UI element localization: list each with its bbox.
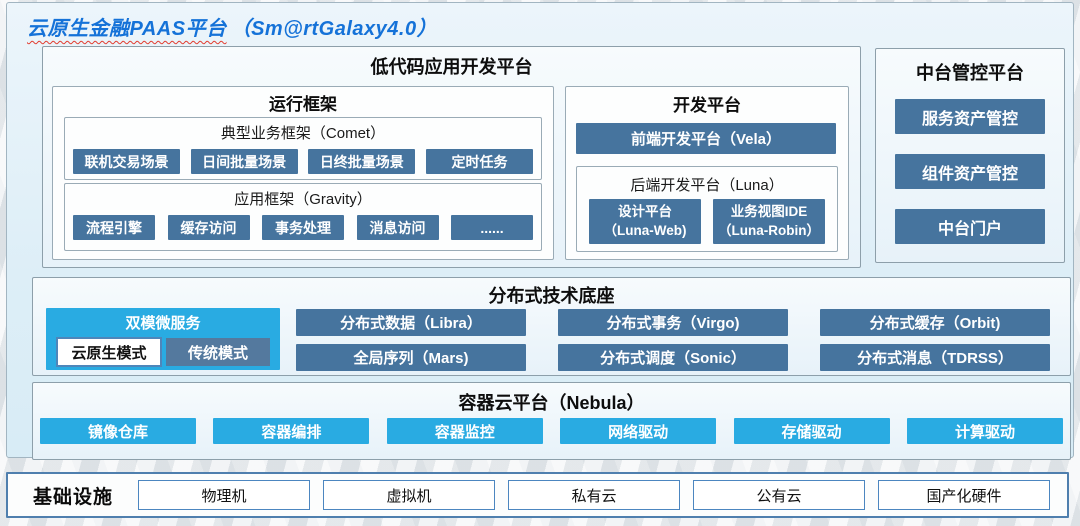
block-distributed-cache-orbit: 分布式缓存（Orbit) xyxy=(820,309,1050,336)
dev-platform-title: 开发平台 xyxy=(673,96,741,115)
main-panel: 云原生金融PAAS平台（Sm@rtGalaxy4.0） 低代码应用开发平台 运行… xyxy=(6,2,1074,460)
block-message-access: 消息访问 xyxy=(356,215,439,240)
page-title-main: 云原生金融PAAS平台 xyxy=(27,18,227,40)
mid-platform-box: 中台管控平台 服务资产管控 组件资产管控 中台门户 xyxy=(875,48,1065,263)
block-private-cloud: 私有云 xyxy=(508,480,681,510)
block-vela-frontend: 前端开发平台（Vela） xyxy=(576,123,836,154)
block-storage-driver: 存储驱动 xyxy=(733,418,890,444)
block-luna-web: 设计平台 （Luna-Web) xyxy=(589,199,701,244)
block-domestic-hardware: 国产化硬件 xyxy=(878,480,1051,510)
infrastructure-title: 基础设施 xyxy=(33,486,114,508)
mid-platform-button-col: 服务资产管控 组件资产管控 中台门户 xyxy=(876,99,1064,244)
block-container-orchestration: 容器编排 xyxy=(213,418,370,444)
luna-backend-title: 后端开发平台（Luna） xyxy=(630,177,784,194)
block-traditional-mode: 传统模式 xyxy=(166,338,270,366)
container-cloud-button-row: 镜像仓库 容器编排 容器监控 网络驱动 存储驱动 计算驱动 xyxy=(40,418,1063,444)
block-ellipsis: ...... xyxy=(451,215,533,240)
luna-robin-line2: （Luna-Robin） xyxy=(718,222,820,238)
block-distributed-transaction-virgo: 分布式事务（Virgo) xyxy=(558,309,788,336)
block-network-driver: 网络驱动 xyxy=(560,418,717,444)
block-online-trading: 联机交易场景 xyxy=(73,149,180,174)
block-cache-access: 缓存访问 xyxy=(167,215,250,240)
luna-backend-box: 后端开发平台（Luna） 设计平台 （Luna-Web) 业务视图IDE （Lu… xyxy=(576,166,838,252)
block-physical-machine: 物理机 xyxy=(138,480,311,510)
distributed-base-title: 分布式技术底座 xyxy=(488,286,615,306)
block-eod-batch: 日终批量场景 xyxy=(308,149,416,174)
block-virtual-machine: 虚拟机 xyxy=(323,480,496,510)
block-distributed-data-libra: 分布式数据（Libra） xyxy=(296,309,526,336)
block-image-registry: 镜像仓库 xyxy=(40,418,196,444)
container-cloud-title: 容器云平台（Nebula） xyxy=(458,393,645,413)
infrastructure-bar: 基础设施 物理机 虚拟机 私有云 公有云 国产化硬件 xyxy=(6,472,1069,518)
dev-platform-box: 开发平台 前端开发平台（Vela） 后端开发平台（Luna） 设计平台 （Lun… xyxy=(565,86,849,260)
block-process-engine: 流程引擎 xyxy=(73,215,155,240)
gravity-button-row: 流程引擎 缓存访问 事务处理 消息访问 ...... xyxy=(73,215,533,240)
container-cloud-box: 容器云平台（Nebula） 镜像仓库 容器编排 容器监控 网络驱动 存储驱动 计… xyxy=(32,382,1071,460)
block-compute-driver: 计算驱动 xyxy=(906,418,1063,444)
page-title: 云原生金融PAAS平台（Sm@rtGalaxy4.0） xyxy=(27,12,437,41)
runtime-framework-title: 运行框架 xyxy=(269,95,337,114)
block-container-monitoring: 容器监控 xyxy=(386,418,543,444)
block-mid-platform-portal: 中台门户 xyxy=(895,209,1045,244)
luna-web-line1: 设计平台 xyxy=(618,204,672,220)
block-cloud-native-mode: 云原生模式 xyxy=(56,337,162,367)
luna-button-row: 设计平台 （Luna-Web) 业务视图IDE （Luna-Robin） xyxy=(589,199,825,244)
block-scheduled-task: 定时任务 xyxy=(425,149,533,174)
block-component-asset-governance: 组件资产管控 xyxy=(895,154,1045,189)
runtime-framework-box: 运行框架 典型业务框架（Comet） 联机交易场景 日间批量场景 日终批量场景 … xyxy=(52,86,554,260)
dual-mode-microservice-box: 双模微服务 云原生模式 传统模式 xyxy=(46,308,280,370)
gravity-framework-box: 应用框架（Gravity） 流程引擎 缓存访问 事务处理 消息访问 ...... xyxy=(64,183,542,251)
block-global-sequence-mars: 全局序列（Mars) xyxy=(296,344,526,371)
comet-framework-box: 典型业务框架（Comet） 联机交易场景 日间批量场景 日终批量场景 定时任务 xyxy=(64,117,542,180)
distributed-base-box: 分布式技术底座 双模微服务 云原生模式 传统模式 分布式数据（Libra） 分布… xyxy=(32,277,1071,376)
block-public-cloud: 公有云 xyxy=(693,480,866,510)
block-transaction-processing: 事务处理 xyxy=(262,215,344,240)
distributed-button-grid: 分布式数据（Libra） 分布式事务（Virgo) 分布式缓存（Orbit) 全… xyxy=(296,309,1050,371)
page-title-suffix: （Sm@rtGalaxy4.0） xyxy=(230,18,438,40)
dual-mode-title: 双模微服务 xyxy=(125,315,201,332)
gravity-framework-title: 应用框架（Gravity） xyxy=(234,191,372,208)
block-daytime-batch: 日间批量场景 xyxy=(190,149,298,174)
dual-mode-row: 云原生模式 传统模式 xyxy=(56,337,270,367)
comet-framework-title: 典型业务框架（Comet） xyxy=(220,125,386,142)
mid-platform-title: 中台管控平台 xyxy=(916,63,1024,83)
block-distributed-scheduling-sonic: 分布式调度（Sonic） xyxy=(558,344,788,371)
block-distributed-message-tdrss: 分布式消息（TDRSS） xyxy=(820,344,1050,371)
luna-web-line2: （Luna-Web) xyxy=(603,222,687,238)
block-luna-robin: 业务视图IDE （Luna-Robin） xyxy=(713,199,825,244)
block-service-asset-governance: 服务资产管控 xyxy=(895,99,1045,134)
lowcode-platform-box: 低代码应用开发平台 运行框架 典型业务框架（Comet） 联机交易场景 日间批量… xyxy=(42,46,861,268)
luna-robin-line1: 业务视图IDE xyxy=(730,204,808,220)
comet-button-row: 联机交易场景 日间批量场景 日终批量场景 定时任务 xyxy=(73,149,533,174)
lowcode-platform-title: 低代码应用开发平台 xyxy=(370,57,533,77)
